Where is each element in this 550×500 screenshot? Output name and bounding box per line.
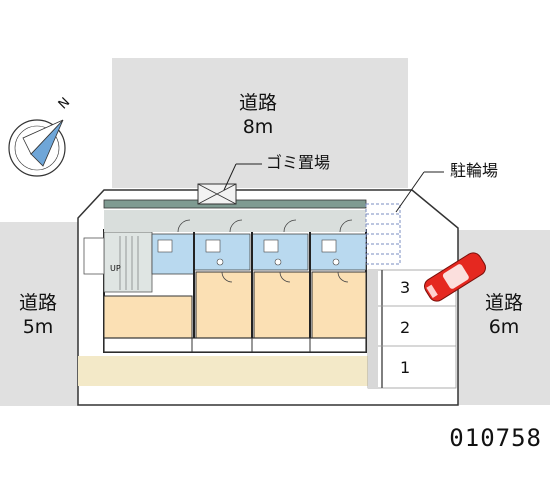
road-west-width: 5m [22,315,54,338]
map-id: 010758 [449,424,542,452]
parking-area [367,269,457,389]
parking-slot-1: 1 [400,358,411,377]
west-entry [83,237,105,275]
parking-slot-2: 2 [400,318,411,337]
road-north-name: 道路 [238,92,277,114]
bicycle-leader [395,171,425,213]
road-east-name: 道路 [484,292,523,314]
garbage-leader [223,163,237,191]
stair-up-label: UP [110,264,121,273]
garbage-label: ゴミ置場 [266,153,331,172]
unit-living-rooms [103,271,367,339]
car-icon [424,252,486,302]
parking-slot-3: 3 [400,278,411,297]
stairwell [103,231,153,293]
ground-strip [78,356,370,386]
compass-icon [8,119,66,177]
road-west-name: 道路 [18,292,57,314]
road-north-label: 道路 8m [228,92,288,140]
fixtures [157,239,340,266]
balcony [103,337,367,353]
road-west [0,222,78,406]
road-east-width: 6m [488,315,520,338]
bicycle-parking [365,203,401,265]
corridor [104,210,366,232]
road-north [112,58,408,188]
bicycle-label: 駐輪場 [450,161,499,180]
road-east-label: 道路 6m [474,292,534,340]
road-north-width: 8m [242,115,274,138]
road-west-label: 道路 5m [8,292,68,340]
door-swings [177,219,353,283]
